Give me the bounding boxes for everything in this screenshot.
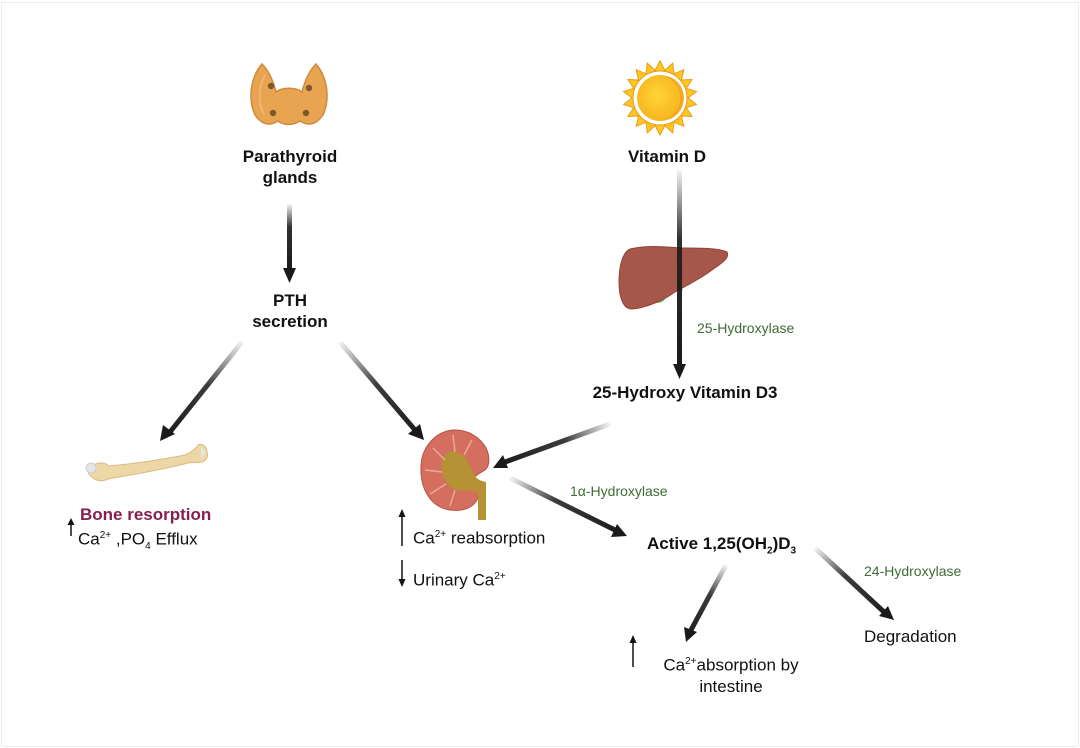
bone-resorption-title: Bone resorption — [80, 505, 212, 524]
arrow-active-d3-to-degradation — [813, 546, 894, 620]
ca-charge: 2+ — [434, 529, 447, 540]
active-d3-sub2: 3 — [790, 545, 797, 557]
up-arrow-icon — [67, 518, 75, 536]
ca-charge: 2+ — [99, 530, 112, 541]
absorption-text: absorption by — [696, 655, 799, 675]
parathyroid-label-line2: glands — [262, 168, 318, 187]
up-arrow-icon — [398, 509, 406, 546]
reabsorption-text: reabsorption — [446, 528, 546, 548]
arrow-parathyroid-to-pth — [283, 204, 296, 283]
urinary-ca-label: Urinary Ca2+ — [413, 566, 506, 591]
degradation-label: Degradation — [864, 627, 957, 646]
active-d3-sub1: 2 — [767, 545, 773, 557]
ca-text: Ca — [78, 529, 100, 549]
enzyme-1a-hydroxylase: 1α-Hydroxylase — [570, 483, 668, 499]
ca-charge: 2+ — [494, 571, 506, 582]
bone-resorption-effect: Ca2+ ,PO4 Efflux — [78, 525, 198, 557]
arrow-pth-to-kidney — [338, 340, 424, 440]
ca-reabsorption-label: Ca2+ reabsorption — [413, 524, 545, 549]
intestine-line1: Ca2+absorption by — [646, 651, 816, 676]
bone-icon — [85, 443, 209, 482]
arrow-active-d3-to-intestine — [684, 563, 729, 642]
ca-text: Ca — [413, 528, 435, 548]
sun-disc — [637, 75, 683, 121]
arrow-vitamind-to-25hydroxy — [673, 170, 686, 379]
parathyroid-label-line1: Parathyroid — [242, 147, 338, 166]
active-d3-prefix: Active 1,25(OH — [647, 534, 767, 553]
ca-text: Ca — [663, 655, 686, 675]
efflux-text: Efflux — [150, 529, 198, 549]
active-d3-label: Active 1,25(OH2)D3 — [647, 533, 796, 561]
urinary-ca-text: Urinary Ca — [413, 570, 495, 590]
arrow-25hydroxy-to-kidney — [493, 421, 611, 468]
kidney-icon — [420, 429, 490, 520]
parathyroid-gland-icon — [250, 62, 328, 126]
po-text: ,PO — [111, 529, 146, 549]
intestine-line2: intestine — [699, 676, 763, 696]
pth-secretion-label: PTH secretion — [240, 290, 340, 332]
parathyroid-label: Parathyroid glands — [230, 146, 350, 188]
down-arrow-icon — [398, 560, 406, 587]
ca-charge: 2+ — [685, 656, 697, 667]
arrow-kidney-to-active-d3 — [508, 475, 627, 537]
25-hydroxy-vitamin-d3-label: 25-Hydroxy Vitamin D3 — [592, 383, 778, 402]
vitamin-d-label: Vitamin D — [627, 147, 707, 166]
intestine-absorption-label: Ca2+absorption by intestine — [646, 651, 816, 697]
sun-crescent — [664, 76, 684, 120]
pth-label-line1: PTH — [273, 291, 307, 310]
sun-icon — [622, 59, 698, 137]
active-d3-mid: )D — [772, 534, 791, 553]
up-arrow-icon — [629, 635, 637, 667]
pth-label-line2: secretion — [252, 312, 328, 331]
arrow-pth-to-bone — [160, 340, 244, 441]
liver-icon — [618, 245, 729, 310]
enzyme-24-hydroxylase: 24-Hydroxylase — [864, 563, 962, 579]
po-subscript: 4 — [145, 541, 151, 553]
enzyme-25-hydroxylase: 25-Hydroxylase — [697, 320, 795, 336]
